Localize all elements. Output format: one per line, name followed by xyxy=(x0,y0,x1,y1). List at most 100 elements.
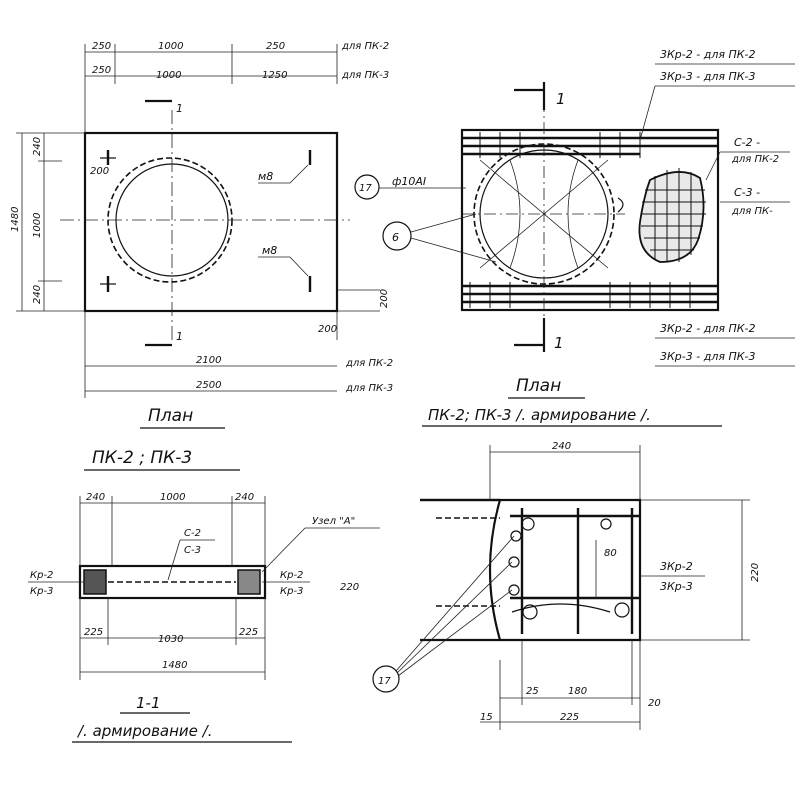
dim-1000: 1000 xyxy=(160,492,185,503)
dim-240: 240 xyxy=(86,492,105,503)
note-c3-sub: для ПК- xyxy=(731,206,773,217)
leader-line xyxy=(258,256,309,277)
dim-240: 240 xyxy=(235,492,254,503)
dim-1000: 1000 xyxy=(156,70,181,81)
section-title: 1-1 xyxy=(136,694,161,712)
bubble-6-label: 6 xyxy=(392,231,399,244)
note-3kr2: 3Кр-2 - для ПК-2 xyxy=(660,322,756,335)
slab-outline xyxy=(460,128,720,312)
dim-1250: 1250 xyxy=(262,70,287,81)
dim-250: 250 xyxy=(92,65,111,76)
dim-note: для ПК-2 xyxy=(345,358,393,369)
bubble-6 xyxy=(382,221,412,251)
rebar-section xyxy=(510,530,522,542)
dim-1000: 1000 xyxy=(158,41,183,52)
dim-250: 250 xyxy=(266,41,285,52)
rebar-section xyxy=(522,604,538,620)
section-mark-label: 1 xyxy=(554,334,564,352)
frame-right xyxy=(237,569,261,595)
node-label: Узел "А" xyxy=(312,516,355,527)
label-c2: С-2 xyxy=(184,528,201,539)
note-c3: С-3 - xyxy=(734,186,760,199)
dim-80: 80 xyxy=(604,548,617,559)
note-3kr2: 3Кр-2 - для ПК-2 xyxy=(660,48,756,61)
rebar-section xyxy=(521,517,535,531)
leader-line xyxy=(397,589,513,677)
dim-2500: 2500 xyxy=(196,380,221,391)
dim-1480: 1480 xyxy=(162,660,187,671)
hatch-arc xyxy=(509,159,521,269)
label-kr2: Кр-2 xyxy=(280,570,303,581)
dim-180: 180 xyxy=(568,686,587,697)
dim-2100: 2100 xyxy=(196,355,221,366)
dim-15: 15 xyxy=(480,712,493,723)
dim-240: 240 xyxy=(32,137,43,156)
dim-220: 220 xyxy=(340,582,359,593)
label-3kr2: 3Кр-2 xyxy=(660,560,693,573)
rebar-section xyxy=(508,556,520,568)
mesh-ticks-bottom xyxy=(469,282,691,308)
dim-200: 200 xyxy=(90,166,109,177)
leader-line xyxy=(258,164,309,184)
plan-subtitle: ПК-2; ПК-3 /. армирование /. xyxy=(428,406,651,424)
rebar-section xyxy=(614,602,630,618)
bubble-17-label: 17 xyxy=(378,676,391,687)
note-c2-sub: для ПК-2 xyxy=(731,154,779,165)
dim-250: 250 xyxy=(92,41,111,52)
dim-1000: 1000 xyxy=(32,213,43,238)
hatch-arc xyxy=(567,159,579,269)
label-c3: С-3 xyxy=(184,545,201,556)
plan-title: План xyxy=(516,376,561,396)
dim-note: для ПК-3 xyxy=(341,70,389,81)
plan-left: 250 1000 250 для ПК-2 250 1000 1250 для … xyxy=(10,41,393,471)
leader-line xyxy=(410,237,497,263)
node-outline xyxy=(420,498,642,642)
rebar-curve xyxy=(511,603,611,613)
dim-200: 200 xyxy=(318,324,337,335)
label-m8: м8 xyxy=(258,170,273,183)
section-mark-label: 1 xyxy=(556,90,566,108)
leader-line xyxy=(396,561,513,674)
leader-line xyxy=(167,539,181,581)
dim-220: 220 xyxy=(750,563,761,582)
section-1-1: 240 1000 240 С-2 С-3 Узел "А" Кр-2 Кр-3 … xyxy=(28,492,380,743)
dim-240: 240 xyxy=(32,285,43,304)
dim-note: для ПК-3 xyxy=(345,383,393,394)
frame-left xyxy=(83,569,107,595)
bubble-17 xyxy=(354,174,380,200)
dim-20: 20 xyxy=(648,698,661,709)
mesh-patch xyxy=(638,171,705,263)
section-mark-label: 1 xyxy=(176,102,183,115)
dim-225: 225 xyxy=(84,627,103,638)
leader-line xyxy=(705,151,721,181)
dim-1480: 1480 xyxy=(10,207,21,232)
note-3kr3: 3Кр-3 - для ПК-3 xyxy=(660,70,756,83)
rebar-section xyxy=(508,584,520,596)
bar-spec: ф10АI xyxy=(392,175,426,188)
note-c2: С-2 - xyxy=(734,136,760,149)
section-mark-label: 1 xyxy=(176,330,183,343)
rebar-section xyxy=(600,518,612,530)
dim-200: 200 xyxy=(379,289,390,308)
leader-line xyxy=(639,85,656,141)
leader-line xyxy=(410,213,477,233)
mesh-grid xyxy=(641,168,706,262)
dim-25: 25 xyxy=(526,686,539,697)
leader-line xyxy=(395,535,515,672)
label-3kr3: 3Кр-3 xyxy=(660,580,693,593)
plan-right: 1 1 3Кр-2 - для ПК-2 3Кр-3 - для ПК-3 С-… xyxy=(354,48,795,427)
note-3kr3: 3Кр-3 - для ПК-3 xyxy=(660,350,756,363)
node-detail: 240 220 80 3Кр-2 3Кр-3 17 25 180 20 15 2… xyxy=(372,441,761,730)
label-kr2: Кр-2 xyxy=(30,570,53,581)
plan-subtitle: ПК-2 ; ПК-3 xyxy=(92,448,192,468)
bubble-17-label: 17 xyxy=(359,183,372,194)
dim-225: 225 xyxy=(560,712,579,723)
dim-240: 240 xyxy=(552,441,571,452)
label-kr3: Кр-3 xyxy=(30,586,53,597)
hook xyxy=(617,197,624,213)
dim-note: для ПК-2 xyxy=(341,41,389,52)
dim-1030: 1030 xyxy=(158,634,183,645)
section-subtitle: /. армирование /. xyxy=(76,722,212,740)
